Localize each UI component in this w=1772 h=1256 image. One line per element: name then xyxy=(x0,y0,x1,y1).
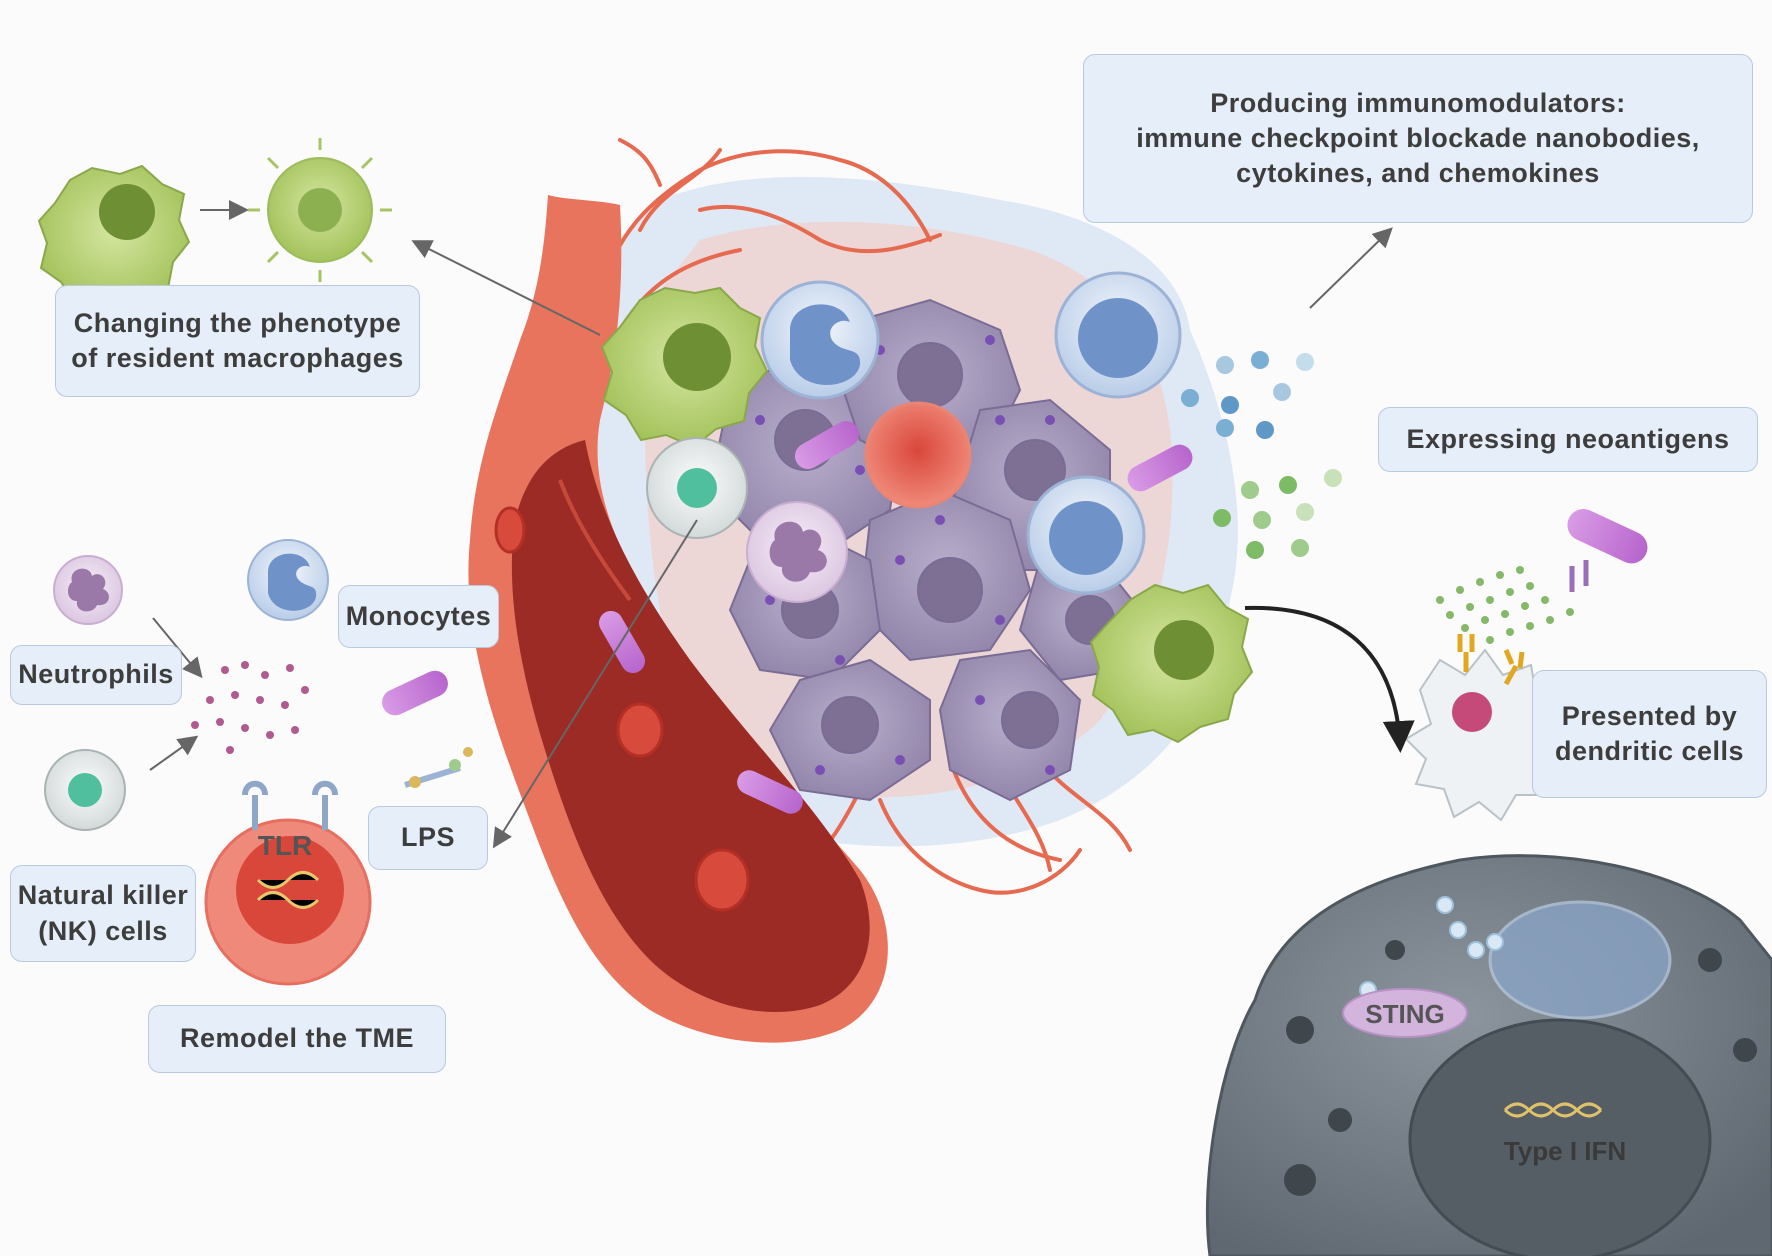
left-cytokine-dots xyxy=(191,661,309,754)
mitochondria xyxy=(1488,900,1672,1020)
monocyte-icon xyxy=(247,539,329,621)
nk-cell-icon xyxy=(44,749,126,831)
host-cell: STING Type I IFN xyxy=(1205,854,1772,1256)
nk-cells-label: Natural killer (NK) cells xyxy=(10,865,196,962)
macrophage-spike-icon xyxy=(248,138,392,282)
neutrophils-label: Neutrophils xyxy=(10,645,182,705)
dendritic-cells-label: Presented by dendritic cells xyxy=(1532,670,1767,798)
organelles xyxy=(1284,940,1757,1196)
presentation-arrow xyxy=(1244,605,1415,753)
vesicle-dots xyxy=(1359,896,1504,999)
neutrophil-icon xyxy=(53,555,123,625)
nucleus xyxy=(1408,1018,1712,1256)
monocyte-cell-right-mid xyxy=(1026,475,1146,595)
type-i-ifn-label: Type I IFN xyxy=(1504,1136,1626,1166)
monocytes-label: Monocytes xyxy=(338,585,499,648)
lps-icon xyxy=(404,747,473,788)
macrophage-before xyxy=(37,164,191,312)
lps-label: LPS xyxy=(368,806,488,870)
neoantigens-label: Expressing neoantigens xyxy=(1378,407,1758,472)
cytokine-dots xyxy=(1181,351,1342,559)
bacteria xyxy=(382,421,1648,814)
nk-cell xyxy=(646,437,748,539)
macrophage-cell xyxy=(600,286,769,449)
pointer-arrows xyxy=(149,200,1393,849)
monocyte-cell xyxy=(760,280,880,400)
macrophage-phenotype-label: Changing the phenotype of resident macro… xyxy=(55,285,420,397)
monocyte-cell-right-top xyxy=(1054,271,1182,399)
tlr-label: TLR xyxy=(258,830,312,861)
sting-label: STING xyxy=(1365,999,1444,1029)
receptor-icon xyxy=(1457,634,1525,686)
tlr-receptor-icon xyxy=(242,780,338,830)
sting-protein xyxy=(1342,988,1468,1038)
tlr-cell: TLR xyxy=(204,780,372,986)
macrophage-cell-right xyxy=(1089,583,1254,744)
immunomodulators-label: Producing immunomodulators: immune check… xyxy=(1083,54,1753,223)
dna-icon xyxy=(1503,1102,1603,1118)
macrophage-after xyxy=(248,138,392,282)
remodel-tme-label: Remodel the TME xyxy=(148,1005,446,1073)
neutrophil-cell xyxy=(746,501,848,603)
neoantigen-dots xyxy=(1436,566,1574,644)
red-blood-cell xyxy=(864,401,972,509)
dna-icon xyxy=(256,871,320,909)
blood-vessel xyxy=(468,195,888,1043)
